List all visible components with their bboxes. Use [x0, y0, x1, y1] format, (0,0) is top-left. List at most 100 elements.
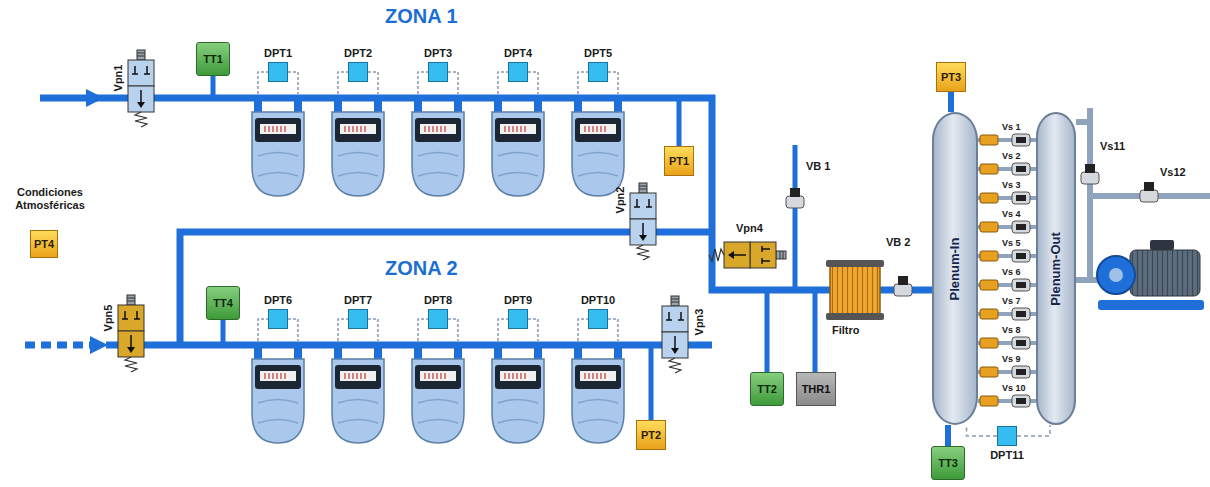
- gas-meter: [492, 319, 544, 443]
- gas-meter: [332, 72, 384, 196]
- dpt-square: [508, 62, 528, 82]
- pressure-transmitter: PT2: [636, 420, 666, 450]
- solenoid-valve-body: [1012, 250, 1030, 262]
- valve-label: Vs 5: [1002, 238, 1021, 249]
- dpt-square: [997, 426, 1017, 446]
- temperature-transmitter: TT1: [196, 42, 230, 76]
- dpt-square: [348, 309, 368, 329]
- node-label: DPT4: [504, 46, 532, 60]
- vacuum-pump: [1097, 256, 1135, 294]
- node-label: THR1: [802, 382, 831, 396]
- node-label: Plenum-In: [948, 237, 962, 300]
- solenoid-valve-body: [1012, 395, 1030, 407]
- filter: [826, 260, 884, 267]
- dpt-square: [588, 62, 608, 82]
- solenoid-valve-head: [1016, 311, 1026, 317]
- label: ZONA 1: [385, 4, 458, 28]
- solenoid-valve-head: [1016, 253, 1026, 259]
- temperature-transmitter: TT2: [750, 372, 784, 406]
- label: Vpn5: [102, 305, 115, 332]
- solenoid-valve-head: [1016, 282, 1026, 288]
- dashed-connector: [967, 425, 998, 436]
- valve-label: Vs 3: [1002, 180, 1021, 191]
- valve-label: Vs 6: [1002, 267, 1021, 278]
- pipe: [40, 98, 932, 290]
- node-label: Plenum-Out: [1049, 232, 1063, 306]
- vacuum-pump: [1150, 240, 1174, 250]
- vacuum-pump: [1098, 300, 1204, 310]
- node-label: DPT1: [264, 46, 292, 60]
- differential-pressure-transmitter: DPT9: [493, 293, 543, 329]
- label: Vpn3: [693, 309, 706, 336]
- gas-meter: [572, 319, 624, 443]
- gas-meter: [492, 72, 544, 196]
- pneumatic-valve: [118, 295, 144, 372]
- orange-fitting: [980, 309, 998, 319]
- differential-pressure-transmitter: DPT8: [413, 293, 463, 329]
- differential-pressure-transmitter: DPT6: [253, 293, 303, 329]
- label: VB 1: [806, 160, 830, 173]
- node-label: TT1: [203, 52, 223, 66]
- valve-label: Vs 4: [1002, 209, 1021, 220]
- pneumatic-valve: [118, 50, 786, 373]
- gas-meter: [252, 319, 304, 443]
- differential-pressure-transmitter: DPT2: [333, 46, 383, 82]
- orange-fitting: [980, 135, 998, 145]
- orange-fitting: [980, 280, 998, 290]
- gas-meter: [252, 72, 304, 196]
- flow-arrow: [90, 336, 108, 354]
- solenoid-valve-body: [1012, 279, 1030, 291]
- gas-meter: [412, 319, 464, 443]
- pipe-connector: [945, 425, 951, 446]
- plenum: Plenum-In: [932, 112, 978, 425]
- label: Condiciones Atmosféricas: [4, 186, 96, 212]
- label: ZONA 2: [385, 256, 458, 280]
- node-label: DPT8: [424, 293, 452, 307]
- solenoid-valve-head: [1016, 224, 1026, 230]
- solenoid-valve-body: [1012, 308, 1030, 320]
- differential-pressure-transmitter: DPT3: [413, 46, 463, 82]
- node-label: PT1: [669, 154, 689, 168]
- gas-meter: [412, 72, 464, 196]
- solenoid-valve-head: [1016, 166, 1026, 172]
- orange-fitting: [980, 164, 998, 174]
- label: Vs12: [1160, 166, 1186, 179]
- solenoid-valve-head: [1016, 195, 1026, 201]
- pipe: [25, 342, 92, 349]
- label: VB 2: [886, 236, 910, 249]
- orange-fitting: [980, 338, 998, 348]
- node-label: DPT7: [344, 293, 372, 307]
- solenoid-valve-body: [1012, 337, 1030, 349]
- node-label: DPT5: [584, 46, 612, 60]
- differential-pressure-transmitter: DPT4: [493, 46, 543, 82]
- label: Vpn2: [614, 187, 627, 214]
- orange-fitting: [980, 222, 998, 232]
- node-label: DPT10: [581, 293, 615, 307]
- plenum: Plenum-Out: [1036, 112, 1076, 425]
- pipe: [180, 232, 712, 345]
- orange-fitting: [980, 367, 998, 377]
- solenoid-valve-body: [1012, 192, 1030, 204]
- flow-arrow: [86, 89, 104, 107]
- node-label: TT4: [213, 296, 233, 310]
- orange-fitting: [980, 396, 998, 406]
- node-label: DPT3: [424, 46, 452, 60]
- filter: [826, 260, 884, 320]
- differential-pressure-transmitter: DPT10: [573, 293, 623, 329]
- dpt-square: [268, 309, 288, 329]
- solenoid-valve-head: [1016, 340, 1026, 346]
- dpt-square: [588, 309, 608, 329]
- solenoid-valve-head: [1016, 398, 1026, 404]
- vacuum-pump: [1130, 250, 1200, 296]
- vacuum-pump: [1097, 240, 1204, 310]
- temperature-transmitter: TT4: [206, 286, 240, 320]
- differential-pressure-transmitter: DPT11: [985, 426, 1029, 462]
- filter: [830, 262, 880, 318]
- filter: [826, 313, 884, 320]
- gas-meter: [572, 72, 624, 196]
- block-valve: [1081, 164, 1099, 184]
- node-label: DPT2: [344, 46, 372, 60]
- pipe-connector: [948, 92, 954, 112]
- label: Filtro: [832, 324, 860, 337]
